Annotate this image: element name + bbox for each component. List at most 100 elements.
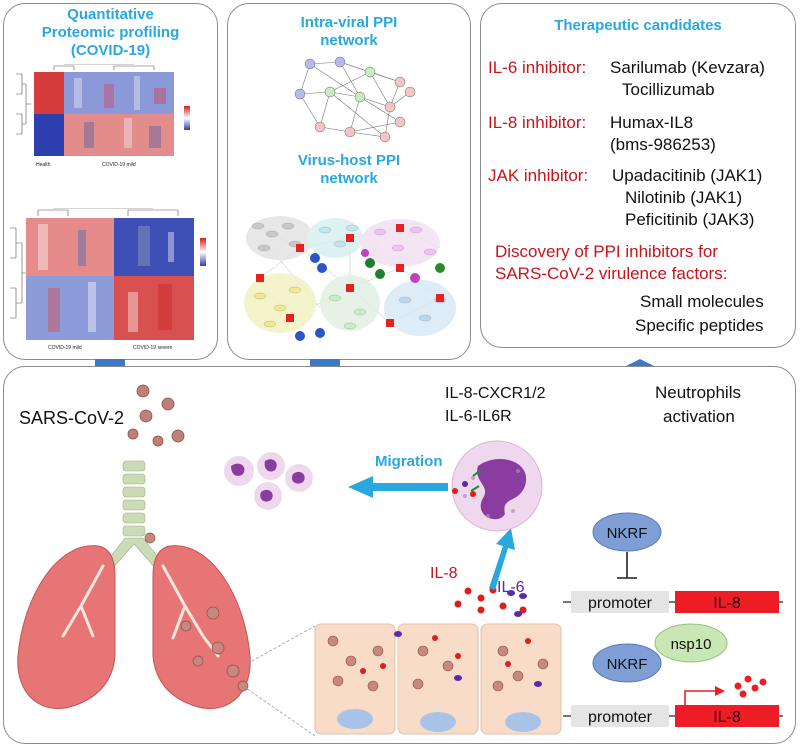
neutrophils-label-line1: Neutrophils [655,383,741,402]
nkrf-label-top: NKRF [607,525,648,542]
jak-inhibitor-label: JAK inhibitor: [488,166,589,185]
heatmap1-label-health: Health [36,162,51,168]
migration-label: Migration [375,453,443,470]
nkrf-protein-top [592,512,662,552]
secreted-il6 [507,590,527,617]
heatmap1-legend [184,106,190,130]
heatmap2-label-mild: COVID-19 mild [48,345,82,351]
dendrogram-cols [53,64,155,70]
viral-protein-node [384,101,396,113]
viral-protein-node [344,126,356,138]
intracellular-il6 [394,631,542,687]
ppi-specific-peptides: Specific peptides [635,316,764,335]
heatmap2-texture [38,224,174,332]
proteomics-title-line3: (COVID-19) [70,42,151,59]
receptor-label-line2: IL-6-IL6R [445,408,512,425]
viral-protein-node [364,66,376,78]
dendrogram-rows [16,73,31,135]
jak-drug-peficitinib: Peficitinib (JAK3) [625,210,755,229]
bronchi [61,564,220,658]
virus-host-title-line2: network [320,170,378,187]
proteomics-title-line1: Quantitative [67,6,154,23]
receptor-ligands [452,469,482,497]
il8-gene-label-bottom: IL-8 [713,709,741,726]
activation-arrow-icon [489,528,515,590]
jak-drug-nilotinib: Nilotinib (JAK1) [625,188,743,207]
dendrogram-cols-2 [37,208,179,216]
colored-protein-nodes [295,249,445,341]
il8-gene-label-top: IL-8 [713,595,741,612]
heatmap1-label-mild: COVID-19 mild [102,162,136,168]
therapeutics-panel [480,3,796,348]
heatmap-health-vs-mild: Health COVID-19 mild [16,64,190,168]
ppi-small-molecules: Small molecules [640,292,764,311]
il8-drug-bms: (bms-986253) [610,135,716,154]
viral-protein-node [394,116,406,128]
heatmap1-texture [74,76,166,148]
proteomics-title-line2: Proteomic profiling [41,24,180,41]
migrating-neutrophils [224,452,313,510]
viral-protein-node [404,86,416,98]
nkrf-label-bottom: NKRF [607,656,648,673]
transcription-arrow-icon [684,690,715,705]
heatmap2-q2 [114,218,194,276]
heatmap2-q1 [26,218,114,276]
il6-drug-tocillizumab: Tocillizumab [622,80,715,99]
il6-cytokine-label: IL-6 [497,579,525,596]
viral-protein-node [334,56,346,68]
heatmap2-legend [200,238,206,266]
virus-particle-icons [127,384,185,447]
mechanism-illustration: SARS-CoV-2 IL-8-CXCR1/2 IL-6-IL6R Neutro… [17,383,783,737]
promoter-label-top: promoter [588,595,653,612]
viral-protein-node [394,76,406,88]
heatmap2-q4 [114,276,194,340]
intracellular-il8 [360,635,531,674]
nsp10-protein [654,623,728,663]
right-lung [152,545,251,710]
cell-nuclei [337,709,541,732]
therapeutics-title: Therapeutic candidates [554,17,722,34]
neutrophils-label-line2: activation [663,407,735,426]
migration-arrow-icon [348,476,448,498]
viral-protein-node [314,121,326,133]
il8-cytokine-label: IL-8 [430,565,458,582]
il6-inhibitor-label: IL-6 inhibitor: [488,58,587,77]
intra-viral-title-line1: Intra-viral PPI [300,14,398,31]
intra-viral-network [294,56,416,143]
promoter-box-top [571,591,669,613]
sars-cov-2-label: SARS-CoV-2 [19,408,124,428]
viral-hub-nodes [256,224,444,327]
zoom-lines [242,625,316,737]
heatmap1-q4 [64,114,174,156]
jak-drug-upadacitinib: Upadacitinib (JAK1) [612,166,763,185]
heatmap1-q3 [34,114,64,156]
viral-protein-node [324,86,336,98]
heatmap2-q3 [26,276,114,340]
heatmap-mild-vs-severe: COVID-19 mild COVID-19 severe [10,208,206,351]
intra-viral-title-line2: network [320,32,378,49]
viral-protein-node [294,88,306,100]
expressed-il8 [734,675,767,698]
heatmap1-q1 [34,72,64,114]
viral-protein-node [379,131,391,143]
il8-gene-box-top [675,591,779,613]
dendrogram-rows-2 [10,227,26,319]
promoter-box-bottom [571,705,669,727]
lung-virus-icons [144,532,249,692]
viral-protein-node [304,58,316,70]
nkrf-protein-bottom [592,643,662,683]
intra-network-nodes [294,56,416,143]
virus-host-title-line1: Virus-host PPI [297,152,401,169]
receptor-label-line1: IL-8-CXCR1/2 [445,385,546,402]
il6-drug-sarilumab: Sarilumab (Kevzara) [610,58,765,77]
il8-drug-humax: Humax-IL8 [610,113,694,132]
nsp10-label: nsp10 [671,636,712,653]
repression-marker [617,552,637,579]
ppi-discovery-line1: Discovery of PPI inhibitors for [495,242,718,261]
intracellular-viruses [327,635,549,692]
heatmap1-q2 [64,72,174,114]
viral-protein-node [354,91,366,103]
ppi-discovery-line2: SARS-CoV-2 virulence factors: [495,264,728,283]
il8-gene-box-bottom [675,705,779,727]
il8-inhibitor-label: IL-8 inhibitor: [488,113,587,132]
